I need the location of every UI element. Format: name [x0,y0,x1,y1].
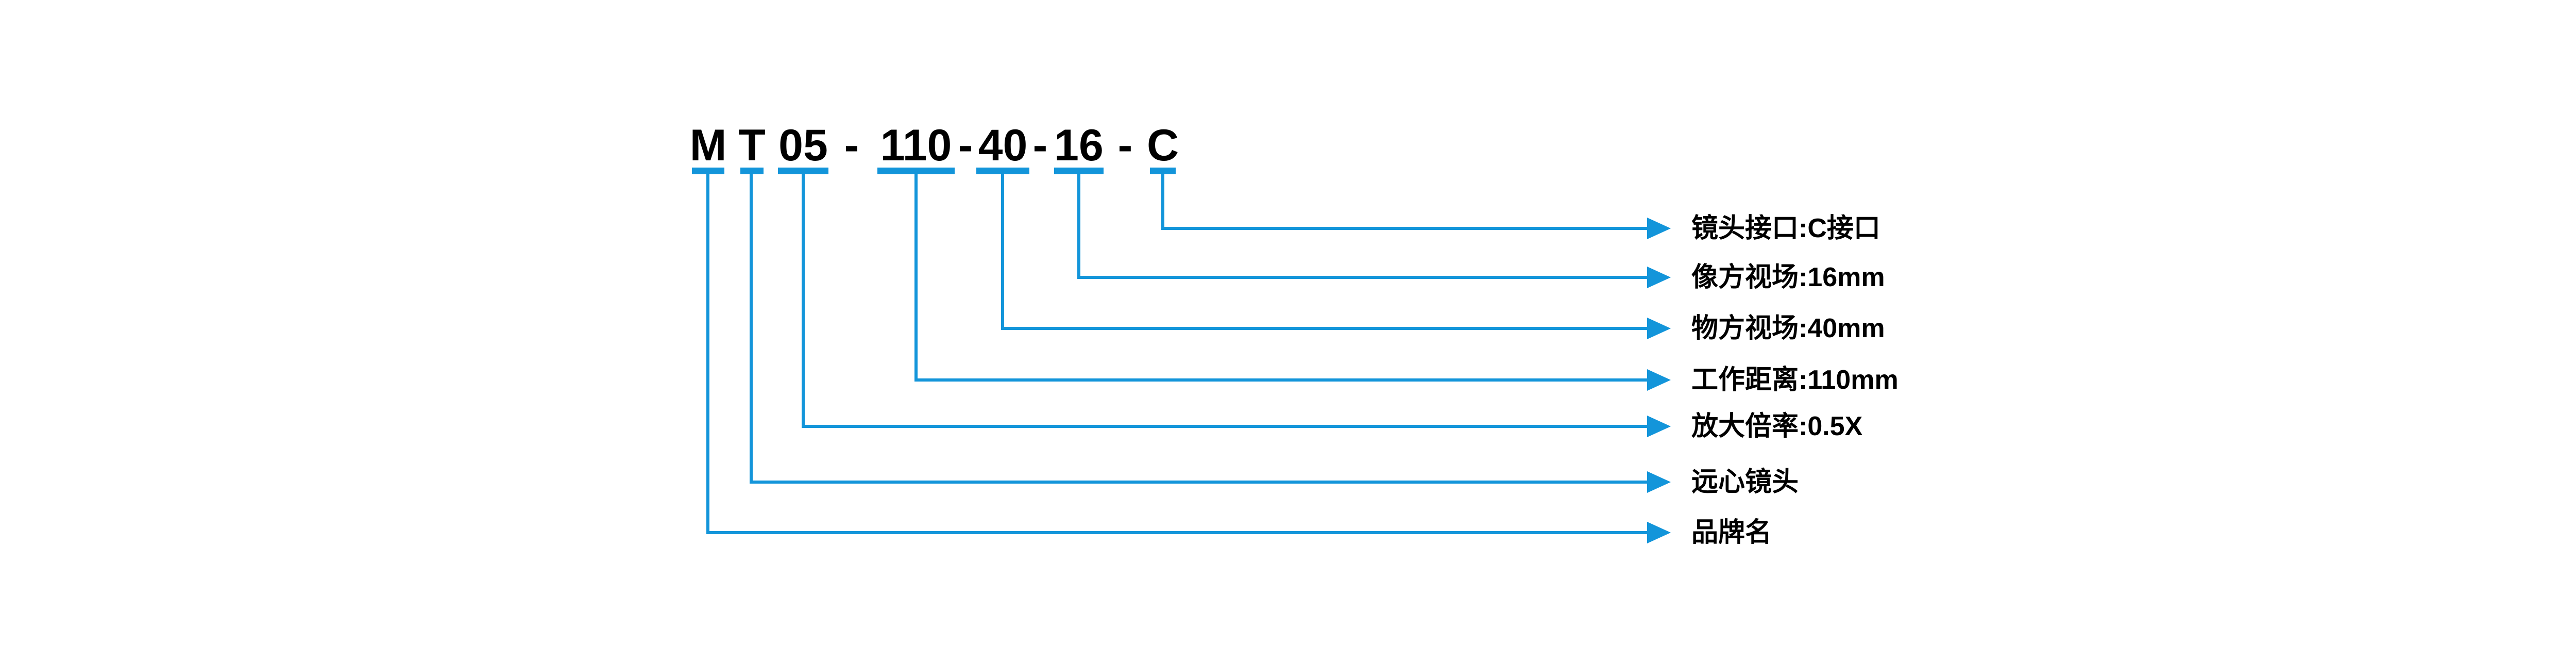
connector-vline-mount [1161,174,1164,230]
code-segment-text: 16 [1054,121,1104,170]
code-segment-text: 40 [978,121,1028,170]
connector-hline-mount [1161,227,1647,230]
code-segment-text: T [738,121,766,170]
callout-label-object-fov: 物方视场:40mm [1691,313,1885,343]
code-segment-magnification: 05 [778,118,828,168]
code-segment-telecentric: T [738,118,766,170]
code-segment-text: 110 [880,121,952,170]
arrowhead-icon [1647,267,1671,288]
callout-label-telecentric: 远心镜头 [1691,467,1799,497]
callout-label-magnification: 放大倍率:0.5X [1691,411,1863,441]
connector-hline-object-fov [1001,327,1647,330]
code-separator: - [844,121,859,170]
arrowhead-icon [1647,471,1671,493]
code-segment-object-fov: 40 [976,118,1029,168]
arrowhead-icon [1647,369,1671,391]
segment-underline-bar [778,168,828,174]
connector-hline-working-distance [914,378,1647,382]
connector-hline-brand [706,531,1647,534]
code-segment-text: M [689,121,727,170]
code-segment-brand: M [689,118,727,170]
arrowhead-icon [1647,218,1671,239]
segment-underline-bar [740,168,764,174]
segment-underline-bar [1150,168,1176,174]
connector-hline-magnification [802,425,1647,428]
connector-vline-brand [706,174,709,534]
segment-underline-bar [692,168,724,174]
callout-label-working-distance: 工作距离:110mm [1691,365,1899,395]
code-segment-text: 05 [778,121,828,170]
segment-underline-bar [877,168,955,174]
code-segment-mount: C [1146,118,1179,170]
arrowhead-icon [1647,416,1671,437]
callout-label-mount: 镜头接口:C接口 [1691,213,1880,243]
code-separator: - [958,121,973,170]
arrowhead-icon [1647,318,1671,339]
connector-hline-telecentric [750,481,1647,484]
code-separator: - [1032,121,1048,170]
segment-underline-bar [1054,168,1104,174]
code-segment-text: C [1146,121,1179,170]
connector-vline-working-distance [914,174,918,382]
code-separator: - [1117,121,1133,170]
connector-vline-telecentric [750,174,753,484]
connector-vline-magnification [802,174,805,428]
connector-hline-image-fov [1077,276,1647,279]
code-segment-image-fov: 16 [1054,118,1104,168]
connector-vline-object-fov [1001,174,1004,330]
callout-label-brand: 品牌名 [1691,518,1772,548]
connector-vline-image-fov [1077,174,1080,279]
segment-underline-bar [976,168,1029,174]
callout-label-image-fov: 像方视场:16mm [1691,262,1885,292]
code-segment-working-distance: 110 [877,118,955,168]
arrowhead-icon [1647,522,1671,543]
